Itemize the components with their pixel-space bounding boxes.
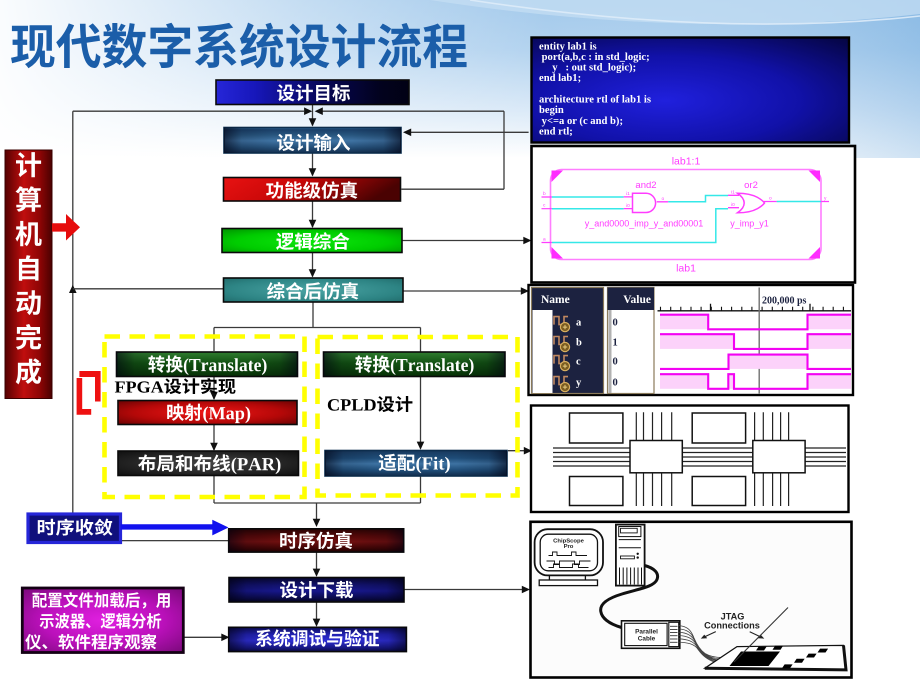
svg-text:b: b (576, 338, 582, 349)
svg-text:c: c (576, 357, 581, 368)
svg-text:Name: Name (541, 294, 570, 306)
svg-text:Pro: Pro (564, 544, 574, 550)
svg-text:ChipScope: ChipScope (553, 539, 584, 545)
svg-text:a: a (543, 238, 546, 243)
svg-text:lab1:1: lab1:1 (672, 156, 701, 168)
svg-text:0: 0 (613, 318, 618, 329)
svg-text:Cable: Cable (638, 636, 656, 643)
svg-text:i0: i0 (626, 203, 630, 209)
svg-text:0: 0 (613, 357, 618, 368)
svg-text:or2: or2 (744, 180, 758, 191)
svg-text:o: o (662, 197, 665, 202)
svg-text:begin: begin (539, 105, 564, 116)
svg-text:y: y (576, 378, 582, 389)
svg-text:200,000 ps: 200,000 ps (762, 296, 807, 307)
svg-text:o: o (769, 197, 772, 202)
svg-text:architecture rtl of lab1 is: architecture rtl of lab1 is (539, 95, 651, 106)
svg-text:port(a,b,c : in std_logic;: port(a,b,c : in std_logic; (539, 52, 650, 63)
svg-text:entity lab1 is: entity lab1 is (539, 41, 597, 52)
svg-text:i0: i0 (731, 202, 735, 208)
svg-text:end lab1;: end lab1; (539, 73, 581, 84)
svg-text:Value: Value (623, 294, 651, 306)
svg-text:a: a (576, 318, 582, 329)
svg-text:y_imp_y1: y_imp_y1 (730, 219, 769, 229)
svg-text:y<=a or (c and b);: y<=a or (c and b); (539, 116, 623, 127)
svg-text:c: c (543, 204, 546, 209)
svg-text:y_and0000_imp_y_and00001: y_and0000_imp_y_and00001 (585, 219, 704, 229)
svg-text:y : out std_logic);: y : out std_logic); (539, 63, 636, 74)
svg-text:y: y (824, 197, 827, 202)
svg-text:b: b (543, 191, 546, 197)
svg-text:0: 0 (613, 378, 618, 389)
svg-text:end rtl;: end rtl; (539, 127, 573, 138)
svg-text:i1: i1 (731, 190, 735, 196)
svg-text:i1: i1 (626, 191, 630, 197)
svg-text:JTAG: JTAG (721, 611, 745, 621)
svg-text:and2: and2 (635, 180, 656, 191)
svg-text:1: 1 (613, 338, 618, 349)
svg-text:Connections: Connections (704, 621, 760, 631)
svg-text:Parallel: Parallel (635, 629, 658, 636)
svg-text:lab1: lab1 (676, 263, 696, 275)
